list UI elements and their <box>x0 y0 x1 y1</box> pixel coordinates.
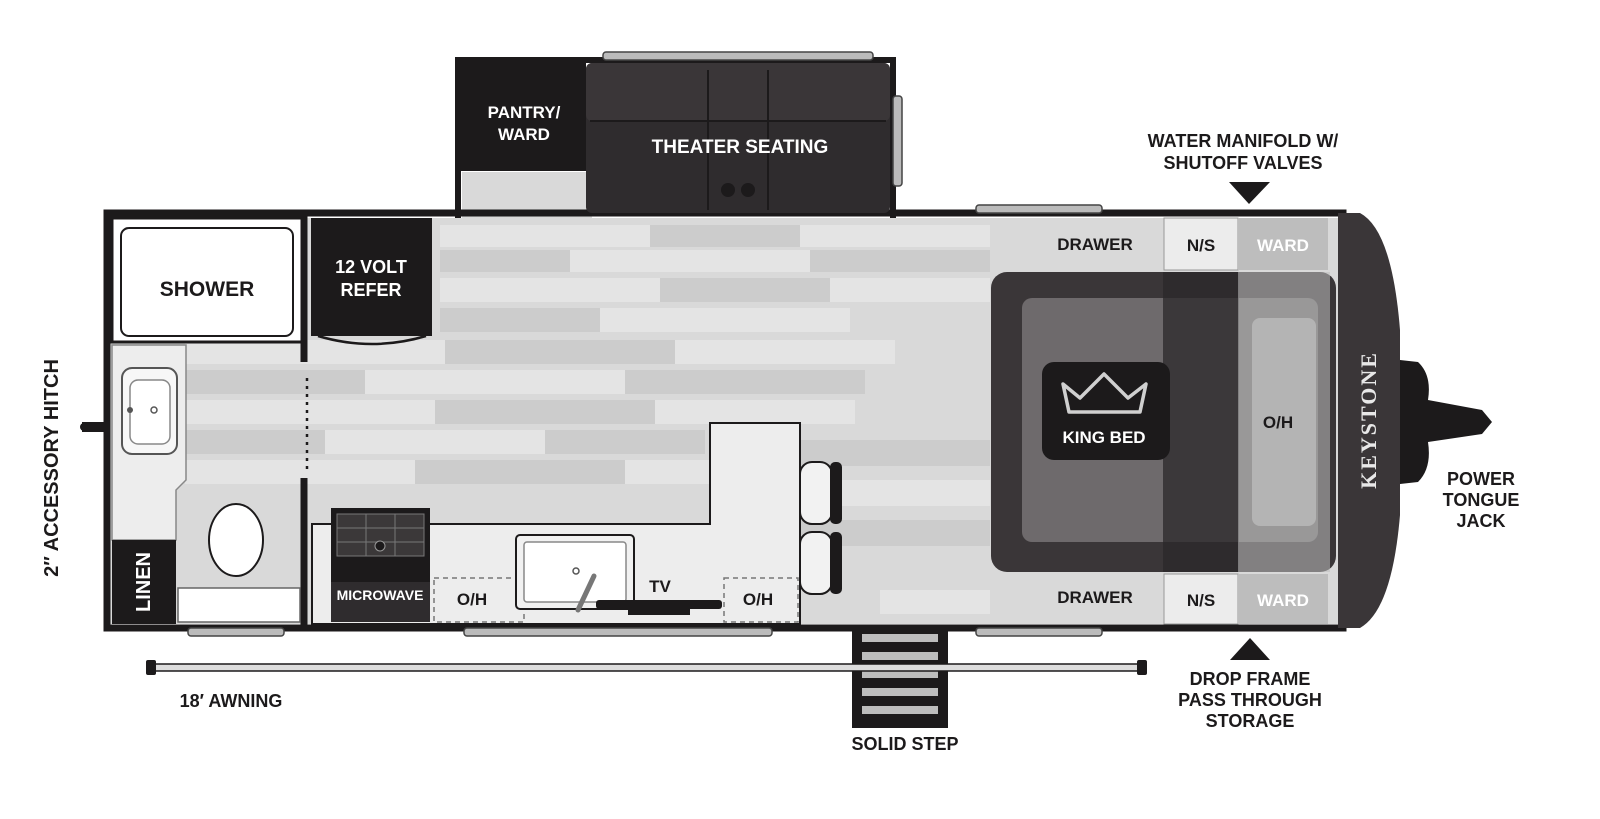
entry-step <box>852 626 948 728</box>
king-bed: KING BED O/H <box>991 272 1336 572</box>
arrow-up-icon <box>1230 638 1270 660</box>
toilet <box>177 503 301 623</box>
svg-text:PASS THROUGH: PASS THROUGH <box>1178 690 1322 710</box>
svg-text:WATER MANIFOLD W/: WATER MANIFOLD W/ <box>1148 131 1339 151</box>
wardrobe-top: WARD <box>1238 218 1328 270</box>
oh-cabinet-right: O/H <box>723 577 799 623</box>
svg-text:TV: TV <box>649 577 671 596</box>
svg-text:SHUTOFF VALVES: SHUTOFF VALVES <box>1163 153 1322 173</box>
svg-text:KING BED: KING BED <box>1062 428 1145 447</box>
svg-text:THEATER SEATING: THEATER SEATING <box>652 137 829 158</box>
crown-icon <box>1061 372 1148 414</box>
bathroom-vanity <box>111 344 187 541</box>
svg-text:WARD: WARD <box>1257 591 1309 610</box>
svg-text:MICROWAVE: MICROWAVE <box>337 587 424 603</box>
burner-icon <box>374 540 386 552</box>
solid-step-label: SOLID STEP <box>851 734 958 754</box>
svg-text:O/H: O/H <box>1263 413 1293 432</box>
svg-text:O/H: O/H <box>457 590 487 609</box>
bar-stools <box>799 461 842 595</box>
tv-mount: TV <box>596 577 722 615</box>
faucet-icon <box>575 573 597 613</box>
window <box>975 204 1103 214</box>
wardrobe-bottom: WARD <box>1238 574 1328 624</box>
drawer-top-label: DRAWER <box>1057 235 1133 254</box>
window <box>187 627 285 637</box>
window <box>463 627 773 637</box>
svg-text:POWER: POWER <box>1447 469 1515 489</box>
arrow-down-icon <box>1229 182 1270 204</box>
svg-text:STORAGE: STORAGE <box>1206 711 1295 731</box>
svg-text:WARD: WARD <box>1257 236 1309 255</box>
shower: SHOWER <box>110 216 304 344</box>
floor-planks <box>185 225 990 614</box>
accessory-hitch-label: 2″ ACCESSORY HITCH <box>41 359 63 577</box>
awning-label: 18′ AWNING <box>180 691 283 711</box>
kitchen-sink <box>515 534 635 613</box>
pantry-ward: PANTRY/ WARD <box>461 63 586 171</box>
theater-seating: THEATER SEATING <box>586 63 890 213</box>
svg-text:WARD: WARD <box>498 125 550 144</box>
brand-wordmark: KEYSTONE <box>1356 351 1381 489</box>
window <box>975 627 1103 637</box>
stool-icon <box>799 531 833 595</box>
hitch-coupler <box>1400 360 1492 484</box>
svg-text:JACK: JACK <box>1456 511 1505 531</box>
window <box>602 51 874 61</box>
nightstand-bottom: N/S <box>1163 573 1239 625</box>
svg-text:DROP FRAME: DROP FRAME <box>1190 669 1311 689</box>
toilet-icon <box>208 503 264 577</box>
linen-cabinet: LINEN <box>112 540 176 624</box>
refrigerator: 12 VOLT REFER <box>311 218 432 346</box>
svg-text:N/S: N/S <box>1187 591 1215 610</box>
svg-text:LINEN: LINEN <box>133 552 155 612</box>
rear-hitch-stub <box>82 422 107 432</box>
drop-frame-callout: DROP FRAME PASS THROUGH STORAGE <box>1178 638 1322 731</box>
svg-text:SHOWER: SHOWER <box>160 278 255 301</box>
svg-text:PANTRY/: PANTRY/ <box>488 103 561 122</box>
nightstand-top: N/S <box>1163 217 1239 271</box>
cupholder-icon <box>721 183 735 197</box>
water-manifold-callout: WATER MANIFOLD W/ SHUTOFF VALVES <box>1148 131 1339 204</box>
stove-range: MICROWAVE <box>331 508 430 622</box>
front-cap <box>1338 213 1400 628</box>
kitchen-counter <box>311 422 801 625</box>
svg-text:TONGUE: TONGUE <box>1443 490 1520 510</box>
svg-text:O/H: O/H <box>743 590 773 609</box>
cupholder-icon <box>741 183 755 197</box>
svg-text:12 VOLT: 12 VOLT <box>335 257 407 277</box>
svg-text:N/S: N/S <box>1187 236 1215 255</box>
window <box>892 95 903 187</box>
drawer-bottom-label: DRAWER <box>1057 588 1133 607</box>
svg-text:REFER: REFER <box>340 280 401 300</box>
awning-bar <box>146 660 1147 675</box>
power-tongue-jack-callout: POWER TONGUE JACK <box>1443 469 1520 531</box>
stool-icon <box>799 461 833 525</box>
